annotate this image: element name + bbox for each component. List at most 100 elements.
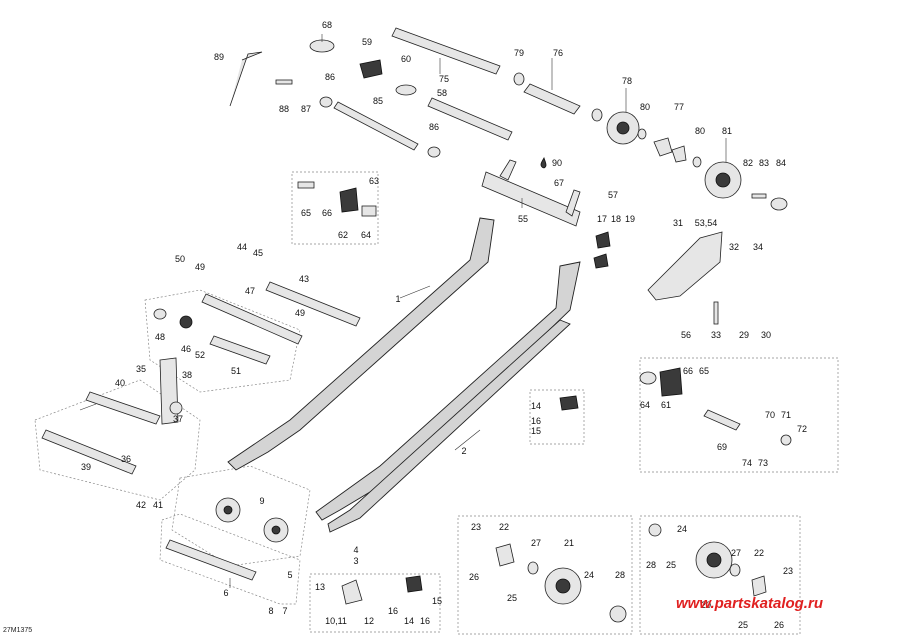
leader: [454, 429, 481, 451]
rod-39: [41, 429, 137, 475]
part-number-label: 68: [322, 20, 332, 30]
part-number-label: 18: [611, 214, 621, 224]
part-number-label: 86: [429, 122, 439, 132]
part-number-label: 30: [761, 330, 771, 340]
part-number-label: 9: [259, 496, 264, 506]
part-number-label: 72: [797, 424, 807, 434]
group-box-10-16: [309, 573, 441, 633]
part-number-label: 87: [301, 104, 311, 114]
washer-80b: [692, 156, 702, 168]
part-number-label: 16: [388, 606, 398, 616]
spacer-64b: [639, 371, 657, 385]
part-number-label: 53,54: [695, 218, 718, 228]
part-number-label: 82: [743, 158, 753, 168]
part-number-label: 74: [742, 458, 752, 468]
part-number-label: 66: [322, 208, 332, 218]
part-number-label: 83: [759, 158, 769, 168]
part-number-label: 65: [699, 366, 709, 376]
part-number-label: 8: [268, 606, 273, 616]
clip-17b: [593, 253, 609, 269]
part-number-label: 3: [353, 556, 358, 566]
washer-27a: [527, 561, 539, 575]
spacer-86: [319, 96, 333, 108]
spacer-46: [179, 315, 193, 329]
part-number-label: 27: [531, 538, 541, 548]
part-number-label: 1: [395, 294, 400, 304]
washer-37: [169, 401, 183, 415]
part-number-label: 25: [738, 620, 748, 630]
clip-17: [595, 231, 611, 249]
part-number-label: 41: [153, 500, 163, 510]
idler-wheel-81-hub: [715, 172, 731, 188]
bracket-13: [341, 579, 363, 605]
part-number-label: 27: [731, 548, 741, 558]
axle-6: [165, 539, 257, 581]
cap-28b: [648, 523, 662, 537]
part-number-label: 25: [507, 593, 517, 603]
spacer-86b: [427, 146, 441, 158]
part-number-label: 89: [214, 52, 224, 62]
slider-14: [559, 395, 579, 411]
part-number-label: 56: [681, 330, 691, 340]
spacer-48: [153, 308, 167, 320]
part-number-label: 28: [646, 560, 656, 570]
rod-40: [85, 391, 161, 425]
part-number-label: 26: [469, 572, 479, 582]
pin-69: [703, 409, 741, 431]
part-number-label: 49: [295, 308, 305, 318]
rod-43: [265, 281, 361, 327]
group-box-21-28: [457, 515, 633, 635]
part-number-label: 80: [695, 126, 705, 136]
part-number-label: 38: [182, 370, 192, 380]
part-number-label: 57: [608, 190, 618, 200]
spacer-64: [361, 205, 377, 217]
part-number-label: 80: [640, 102, 650, 112]
cap-28a: [609, 605, 627, 623]
shaft-76: [523, 83, 581, 115]
part-number-label: 23: [471, 522, 481, 532]
leader: [399, 285, 431, 299]
part-number-label: 32: [729, 242, 739, 252]
part-number-label: 13: [315, 582, 325, 592]
part-number-label: 25: [666, 560, 676, 570]
part-number-label: 35: [136, 364, 146, 374]
part-number-label: 71: [781, 410, 791, 420]
part-number-label: 86: [325, 72, 335, 82]
rod-47: [201, 293, 303, 345]
bushing-59: [359, 59, 383, 79]
part-number-label: 66: [683, 366, 693, 376]
part-number-label: 15: [531, 426, 541, 436]
wheel-9b-hub: [271, 525, 281, 535]
part-number-label: 73: [758, 458, 768, 468]
part-number-label: 22: [754, 548, 764, 558]
idler-wheel-78-hub: [616, 121, 630, 135]
part-number-label: 14: [531, 401, 541, 411]
part-number-label: 10,11: [325, 616, 347, 626]
washer-79: [513, 72, 525, 86]
part-number-label: 70: [765, 410, 775, 420]
bolt-33: [713, 301, 719, 325]
bolt-83: [751, 193, 767, 199]
wheel-9a-hub: [223, 505, 233, 515]
group-box-46-52: [144, 289, 301, 393]
wheel-20-hub: [706, 552, 722, 568]
part-number-label: 12: [364, 616, 374, 626]
part-number-label: 49: [195, 262, 205, 272]
part-number-label: 85: [373, 96, 383, 106]
part-number-label: 48: [155, 332, 165, 342]
hub-22b: [751, 575, 767, 597]
part-number-label: 81: [722, 126, 732, 136]
cross-shaft-55-arm: [499, 159, 517, 181]
bracket-53-54: [647, 231, 723, 301]
part-number-label: 45: [253, 248, 263, 258]
part-number-label: 16: [420, 616, 430, 626]
part-number-label: 77: [674, 102, 684, 112]
part-number-label: 29: [739, 330, 749, 340]
part-number-label: 21: [564, 538, 574, 548]
group-box-9: [171, 465, 311, 567]
hub-22a: [495, 543, 515, 567]
rail-2: [315, 261, 581, 521]
part-number-label: 20: [701, 600, 711, 610]
group-box-62-66: [291, 171, 379, 245]
